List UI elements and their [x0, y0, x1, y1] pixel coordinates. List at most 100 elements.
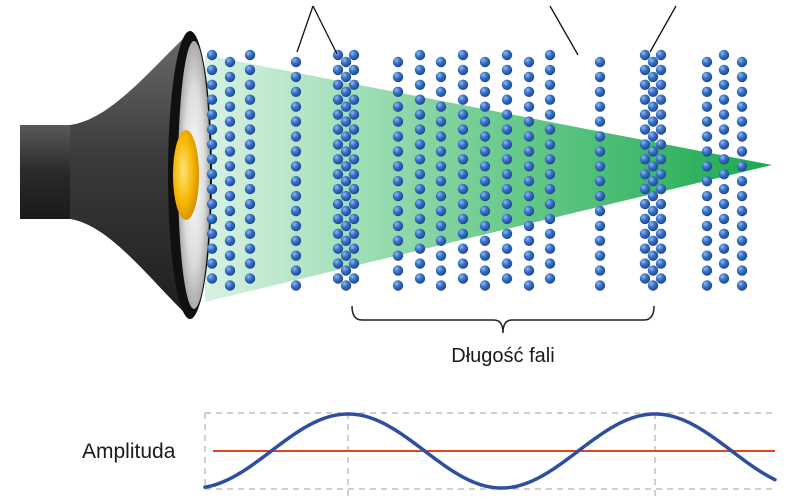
air-particle: [435, 190, 447, 202]
air-particle: [224, 131, 236, 142]
air-particle: [655, 273, 667, 284]
air-particle: [290, 146, 302, 157]
air-particle: [392, 205, 404, 217]
pointer-line-2: [312, 5, 338, 55]
air-particle: [655, 183, 667, 195]
air-particle: [340, 71, 352, 83]
air-particle: [523, 146, 535, 157]
air-particle: [348, 124, 360, 135]
air-particle: [457, 109, 469, 120]
air-particle: [244, 228, 256, 239]
air-particle: [435, 146, 447, 157]
air-particle: [501, 79, 513, 91]
air-particle: [655, 243, 667, 254]
air-particle: [718, 49, 730, 61]
air-particle: [647, 56, 659, 68]
air-particle: [718, 64, 730, 76]
air-particle: [718, 183, 730, 195]
air-particle: [224, 56, 236, 68]
air-particle: [206, 228, 218, 239]
air-particle: [647, 131, 659, 142]
air-particle: [332, 109, 344, 120]
air-particle: [639, 183, 651, 195]
air-particle: [544, 198, 556, 210]
air-particle: [206, 139, 218, 150]
air-particle: [244, 49, 256, 61]
air-particle: [718, 79, 730, 91]
air-particle: [594, 56, 606, 68]
air-particle: [736, 190, 748, 202]
air-particle: [348, 79, 360, 91]
air-particle: [332, 258, 344, 269]
air-particle: [332, 213, 344, 225]
air-particle: [224, 161, 236, 172]
air-particle: [457, 64, 469, 76]
air-particle: [647, 205, 659, 217]
air-particle: [544, 139, 556, 150]
air-particle: [479, 280, 491, 291]
air-particle: [290, 101, 302, 112]
air-particle: [348, 183, 360, 195]
air-particle: [244, 169, 256, 180]
air-particle: [348, 273, 360, 284]
air-particle: [501, 228, 513, 239]
air-particle: [655, 139, 667, 150]
air-particle: [718, 243, 730, 254]
air-particle: [523, 250, 535, 261]
air-particle: [639, 94, 651, 105]
air-particle: [414, 109, 426, 120]
air-particle: [457, 273, 469, 284]
air-particle: [290, 235, 302, 246]
air-particle: [244, 64, 256, 76]
air-particle: [435, 250, 447, 261]
air-particle: [647, 146, 659, 157]
air-particle: [206, 169, 218, 180]
air-particle: [290, 280, 302, 291]
air-particle: [414, 154, 426, 165]
air-particle: [290, 190, 302, 202]
air-particle: [647, 280, 659, 291]
air-particle: [501, 258, 513, 269]
air-particle: [392, 235, 404, 246]
air-particle: [479, 235, 491, 246]
air-particle: [501, 213, 513, 225]
air-particle: [414, 213, 426, 225]
air-particle: [479, 56, 491, 68]
pointer-line-1: [296, 5, 314, 53]
air-particle: [701, 131, 713, 142]
pointer-line-4: [649, 5, 677, 53]
air-particle: [479, 146, 491, 157]
air-particle: [348, 198, 360, 210]
air-particle: [544, 169, 556, 180]
air-particle: [244, 79, 256, 91]
air-particle: [479, 86, 491, 98]
air-particle: [701, 86, 713, 98]
air-particle: [340, 235, 352, 246]
air-particle: [701, 56, 713, 68]
air-particle: [457, 183, 469, 195]
air-particle: [736, 56, 748, 68]
air-particle: [332, 94, 344, 105]
air-particle: [332, 124, 344, 135]
air-particle: [332, 139, 344, 150]
air-particle: [594, 265, 606, 276]
air-particle: [435, 220, 447, 232]
air-particle: [647, 250, 659, 261]
wave-guides: [204, 412, 775, 501]
air-particle: [501, 109, 513, 120]
air-particle: [392, 101, 404, 112]
loudspeaker-icon: [20, 31, 212, 319]
air-particle: [414, 169, 426, 180]
air-particle: [736, 250, 748, 261]
air-particle: [414, 228, 426, 239]
air-particle: [244, 139, 256, 150]
air-particle: [523, 176, 535, 187]
air-particle: [501, 139, 513, 150]
air-particle: [639, 139, 651, 150]
air-particle: [244, 154, 256, 165]
air-particle: [457, 213, 469, 225]
air-particle: [348, 94, 360, 105]
air-particle: [718, 109, 730, 120]
air-particle: [479, 131, 491, 142]
